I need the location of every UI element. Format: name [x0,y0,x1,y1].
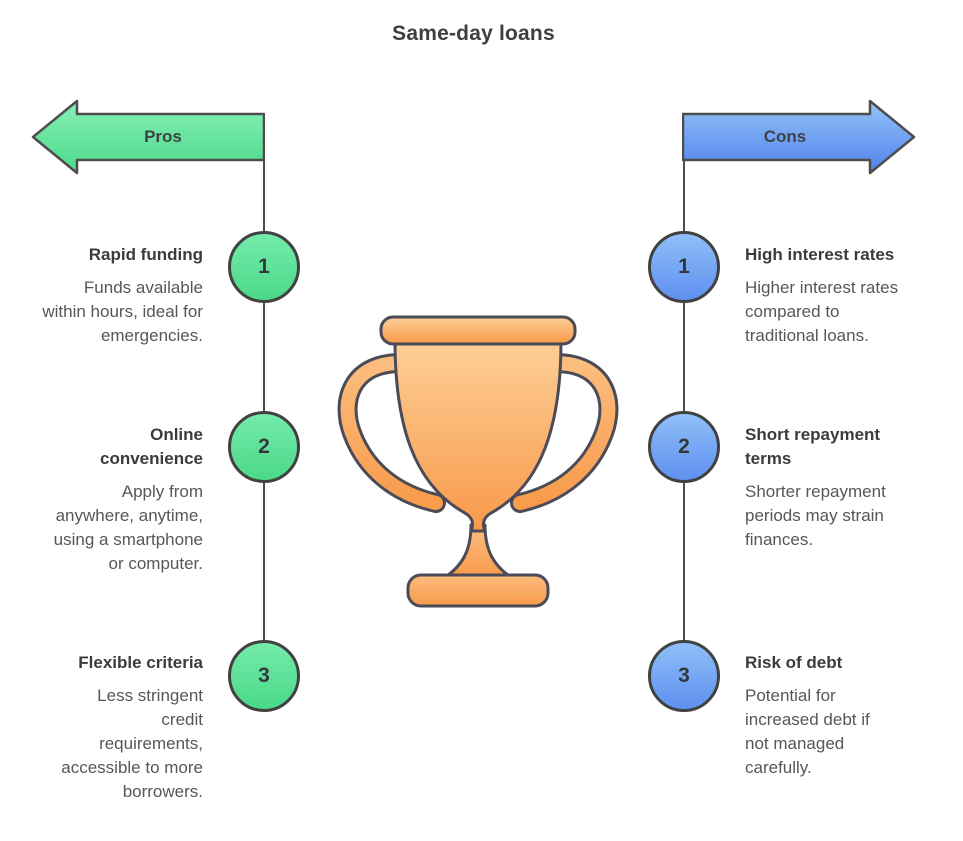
cons-item-risk-of-debt: Risk of debt Potential for increased deb… [745,651,895,780]
item-description: Higher interest rates compared to tradit… [745,278,899,345]
badge-number: 3 [258,664,270,687]
item-heading: High interest rates [745,245,895,264]
item-heading: Online convenience [100,425,203,468]
item-description: Shorter repayment periods may strain fin… [745,482,886,549]
item-heading: Rapid funding [88,245,203,264]
cons-step-badge-3: 3 [648,640,720,712]
pros-item-rapid-funding: Rapid funding Funds available within hou… [38,243,203,348]
item-heading: Flexible criteria [78,653,203,672]
item-heading: Short repayment terms [745,425,881,468]
pros-label: Pros [144,127,182,146]
pros-step-badge-1: 1 [228,231,300,303]
cons-step-badge-1: 1 [648,231,720,303]
arrow-left-icon [31,99,265,175]
cons-step-badge-2: 2 [648,411,720,483]
item-description: Less stringent credit requirements, acce… [61,686,203,801]
cons-item-high-interest-rates: High interest rates Higher interest rate… [745,243,900,348]
item-description: Funds available within hours, ideal for … [42,278,203,345]
pros-banner: Pros [27,97,265,177]
pros-step-badge-3: 3 [228,640,300,712]
item-heading: Risk of debt [745,653,843,672]
page-title: Same-day loans [392,22,555,45]
item-description: Potential for increased debt if not mana… [745,686,870,777]
badge-number: 2 [258,435,270,458]
badge-number: 1 [678,255,690,278]
badge-number: 2 [678,435,690,458]
badge-number: 3 [678,664,690,687]
cons-banner: Cons [682,97,920,177]
pros-item-flexible-criteria: Flexible criteria Less stringent credit … [58,651,203,804]
arrow-right-icon [682,99,916,175]
pros-item-online-convenience: Online convenience Apply from anywhere, … [53,423,203,576]
item-description: Apply from anywhere, anytime, using a sm… [53,482,203,573]
cons-item-short-repayment-terms: Short repayment terms Shorter repayment … [745,423,887,552]
pros-step-badge-2: 2 [228,411,300,483]
badge-number: 1 [258,255,270,278]
trophy-icon [337,315,619,608]
cons-label: Cons [763,127,807,146]
